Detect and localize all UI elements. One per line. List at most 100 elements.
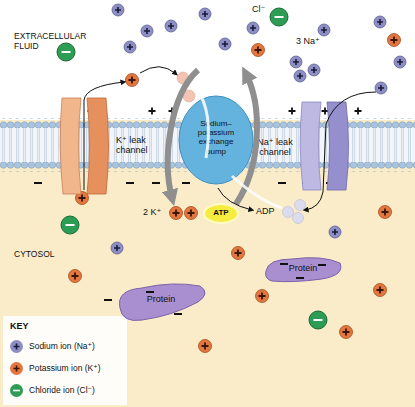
na-leak-channel: Na⁺ leak channel bbox=[250, 96, 352, 194]
negative-charge bbox=[174, 314, 182, 315]
potassium-ion bbox=[185, 207, 198, 220]
channel-shape bbox=[58, 92, 168, 200]
charge-sign bbox=[14, 344, 20, 350]
legend-row: Chloride ion (Cl⁻) bbox=[10, 384, 122, 398]
key-box bbox=[3, 316, 127, 405]
legend-title: KEY bbox=[10, 321, 29, 331]
negative-charge bbox=[280, 264, 288, 265]
negative-charge bbox=[104, 300, 112, 301]
sodium-pump-arrow bbox=[236, 74, 257, 204]
legend-swatch bbox=[10, 340, 23, 353]
positive-charge bbox=[355, 108, 362, 115]
channel-half bbox=[60, 98, 81, 194]
ion-label: Cl⁻ bbox=[252, 4, 265, 14]
sodium-ion-transit bbox=[283, 207, 294, 218]
protein: Protein bbox=[112, 278, 210, 324]
ion-count-label: 3 Na⁺ bbox=[296, 36, 320, 46]
legend-swatch bbox=[10, 362, 23, 375]
legend-swatch bbox=[10, 384, 23, 397]
molecule-label: ADP bbox=[256, 206, 275, 216]
exchange-pump: Sodium– potassium exchange pump bbox=[177, 94, 255, 186]
potassium-ion bbox=[252, 44, 265, 57]
sodium-ion bbox=[112, 4, 124, 16]
potassium-ion bbox=[69, 270, 82, 283]
sodium-ion bbox=[247, 22, 259, 34]
protein: Protein bbox=[262, 253, 344, 285]
k-leak-channel: K⁺ leak channel bbox=[58, 92, 168, 200]
legend-row: Sodium ion (Na⁺) bbox=[10, 340, 122, 354]
legend-label: Potassium ion (K⁺) bbox=[29, 363, 101, 373]
sodium-ion bbox=[165, 20, 177, 32]
charge-sign bbox=[10, 340, 23, 353]
positive-charge bbox=[169, 108, 176, 115]
sodium-ion bbox=[294, 70, 306, 82]
potassium-pump-arrow bbox=[168, 70, 198, 198]
sodium-ion bbox=[375, 82, 387, 94]
potassium-ion bbox=[388, 34, 401, 47]
sodium-ion bbox=[308, 64, 320, 76]
node-label: Protein bbox=[112, 294, 210, 304]
charge-sign bbox=[10, 384, 23, 397]
sodium-ion bbox=[124, 41, 136, 53]
potassium-uptake-arrow bbox=[140, 67, 176, 74]
potassium-ion bbox=[170, 207, 183, 220]
pump-body bbox=[179, 96, 253, 184]
negative-charge bbox=[182, 183, 190, 184]
charge-sign bbox=[10, 362, 23, 375]
chloride-ion bbox=[57, 43, 75, 61]
negative-charge bbox=[296, 278, 304, 279]
sodium-ion bbox=[318, 24, 330, 36]
region-label: CYTOSOL bbox=[14, 250, 54, 260]
channel-half bbox=[87, 98, 109, 194]
positive-charge bbox=[149, 108, 156, 115]
charge-sign bbox=[13, 390, 20, 392]
channel-half bbox=[327, 102, 349, 190]
potassium-ion bbox=[232, 247, 245, 260]
negative-charge bbox=[318, 265, 326, 266]
transit-path bbox=[232, 176, 282, 208]
sodium-ion bbox=[219, 38, 231, 50]
sodium-ion-transit bbox=[295, 200, 306, 211]
sodium-ion bbox=[394, 56, 406, 68]
legend-label: Sodium ion (Na⁺) bbox=[29, 341, 95, 351]
node-label: Sodium– potassium exchange pump bbox=[188, 119, 244, 156]
potassium-ion bbox=[199, 340, 212, 353]
potassium-ion-transit bbox=[177, 72, 189, 84]
node-label: Na⁺ leak channel bbox=[252, 137, 298, 158]
sodium-ion-transit bbox=[293, 213, 304, 224]
sodium-leak-arrow bbox=[305, 92, 376, 210]
negative-charge bbox=[278, 183, 286, 184]
node-label: K⁺ leak channel bbox=[116, 135, 160, 156]
negative-charge bbox=[152, 183, 160, 184]
potassium-leak-arrow bbox=[84, 82, 124, 190]
legend-label: Chloride ion (Cl⁻) bbox=[29, 385, 95, 395]
sodium-ion bbox=[111, 242, 123, 254]
chloride-ion bbox=[61, 216, 79, 234]
charge-sign bbox=[14, 366, 20, 372]
chloride-ion bbox=[270, 8, 288, 26]
node-label: Protein bbox=[262, 263, 344, 273]
legend-row: Potassium ion (K⁺) bbox=[10, 362, 122, 376]
potassium-ion bbox=[126, 74, 139, 87]
atp-body bbox=[204, 204, 238, 223]
ion-count-label: 2 K⁺ bbox=[143, 207, 161, 217]
potassium-ion bbox=[374, 284, 387, 297]
potassium-ion-transit bbox=[183, 90, 195, 102]
atp-molecule: ATP bbox=[203, 203, 239, 224]
atp-hydrolysis-arrow bbox=[218, 188, 252, 210]
channel-half bbox=[300, 102, 321, 190]
sodium-ion bbox=[199, 8, 211, 20]
positive-charge bbox=[289, 108, 296, 115]
sodium-ion bbox=[290, 56, 302, 68]
sodium-ion bbox=[141, 25, 153, 37]
negative-charge bbox=[34, 183, 42, 184]
potassium-ion bbox=[340, 326, 353, 339]
sodium-ion bbox=[329, 226, 341, 238]
transit-path bbox=[196, 88, 208, 158]
sodium-ion bbox=[374, 16, 386, 28]
potassium-ion bbox=[256, 290, 269, 303]
potassium-ion bbox=[379, 206, 392, 219]
